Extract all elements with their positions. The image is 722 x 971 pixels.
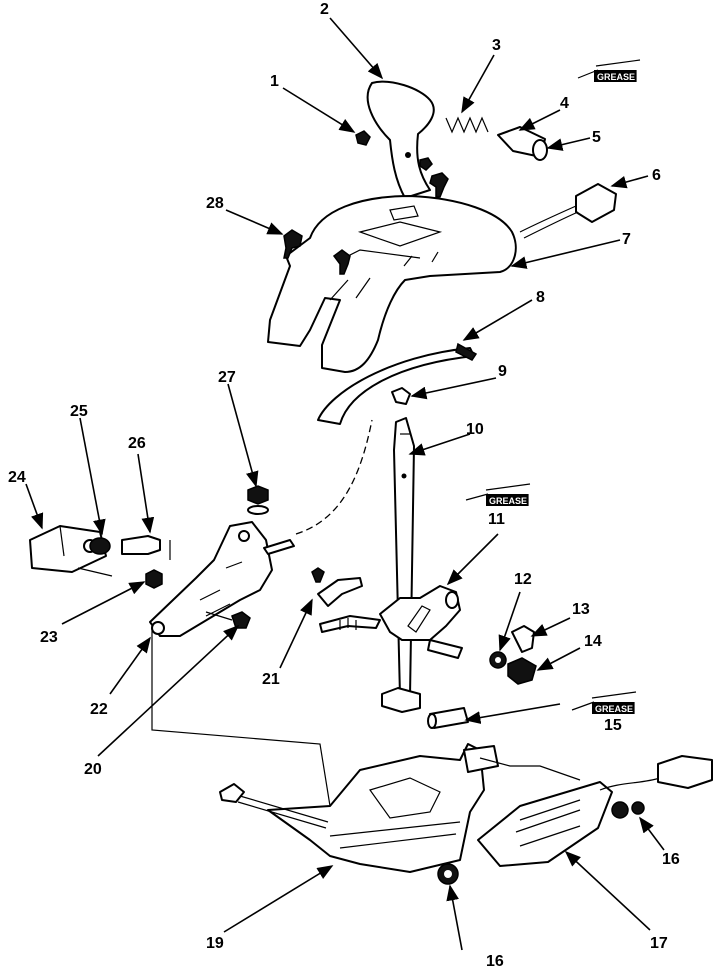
- pin-26: [121, 535, 161, 555]
- base-plate: [267, 743, 499, 873]
- callout-3: 3: [492, 37, 501, 54]
- lever-cap: [391, 387, 411, 405]
- nut-27: [247, 485, 269, 515]
- grease-tag-text: GREASE: [597, 72, 635, 82]
- housing-screw-28: [283, 229, 303, 259]
- callout-20: 20: [84, 761, 102, 778]
- detent-lever: [311, 567, 381, 633]
- callout-27: 27: [218, 369, 236, 386]
- pin: [427, 707, 469, 729]
- callout-13: 13: [572, 601, 590, 618]
- callout-26: 26: [128, 435, 146, 452]
- spring-25: [89, 537, 111, 555]
- shift-knob: [366, 80, 435, 199]
- shift-lever: [393, 417, 415, 697]
- callout-23: 23: [40, 629, 58, 646]
- grease-tag-middle: GREASE: [465, 483, 531, 506]
- callout-11: 11: [488, 511, 505, 528]
- callout-15: 15: [604, 717, 622, 734]
- button-pin: [497, 126, 548, 161]
- connector-plug: [519, 183, 617, 239]
- housing-screw-center: [332, 249, 351, 275]
- callout-2: 2: [320, 1, 329, 18]
- long-bolt: [219, 783, 329, 829]
- cam-plate: [149, 521, 273, 637]
- callout-7: 7: [622, 231, 631, 248]
- callout-16-right: 16: [662, 851, 680, 868]
- nut-16: [611, 801, 645, 819]
- clip-13: [511, 625, 535, 653]
- callout-21: 21: [262, 671, 280, 688]
- grease-tag-top: GREASE: [577, 59, 641, 82]
- callout-labels: 1 2 3 4 5 6 7 8 9 10 11 12 13 14 15 16 1…: [8, 1, 680, 970]
- callout-19: 19: [206, 935, 224, 952]
- callout-1: 1: [270, 73, 279, 90]
- nut-23: [145, 569, 163, 589]
- callout-25: 25: [70, 403, 88, 420]
- position-switch: [477, 755, 713, 867]
- grease-tag-text: GREASE: [489, 496, 527, 506]
- callout-22: 22: [90, 701, 108, 718]
- callout-14: 14: [584, 633, 602, 650]
- cable-end: [263, 539, 295, 555]
- callout-6: 6: [652, 167, 661, 184]
- callout-16-bottom: 16: [486, 953, 504, 970]
- spring: [445, 116, 489, 134]
- linkage-lines: [77, 251, 581, 807]
- leader-lines: [25, 17, 665, 951]
- shifter-housing: [267, 195, 517, 373]
- callout-24: 24: [8, 469, 26, 486]
- callout-10: 10: [466, 421, 484, 438]
- indicator-plate: [317, 342, 478, 425]
- callout-9: 9: [498, 363, 507, 380]
- callout-4: 4: [560, 95, 569, 112]
- callout-17: 17: [650, 935, 668, 952]
- small-screws-top: [419, 157, 449, 198]
- grease-tag-bottom: GREASE: [571, 691, 637, 714]
- callout-12: 12: [514, 571, 532, 588]
- bushing-14: [507, 657, 537, 685]
- screw-20: [205, 611, 251, 629]
- knob-screw: [355, 130, 371, 146]
- lever-bracket: [379, 585, 463, 713]
- callout-28: 28: [206, 195, 224, 212]
- bushing-12: [489, 651, 507, 669]
- callout-8: 8: [536, 289, 545, 306]
- nut-18: [437, 863, 459, 885]
- grease-tag-text: GREASE: [595, 704, 633, 714]
- callout-5: 5: [592, 129, 601, 146]
